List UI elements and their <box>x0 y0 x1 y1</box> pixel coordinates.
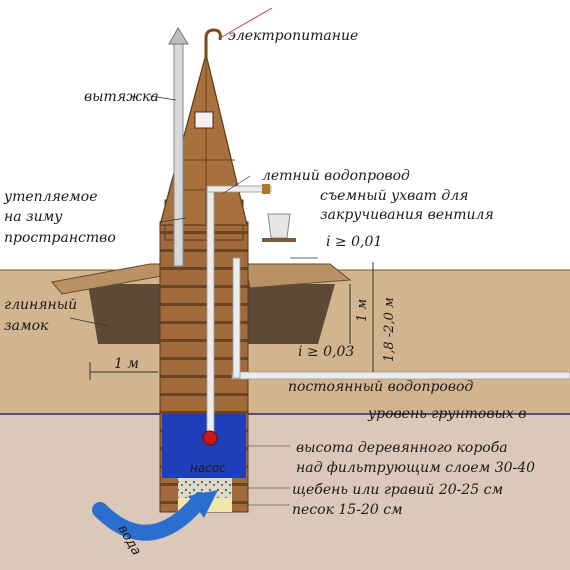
label-insulated-3: пространство <box>4 230 116 246</box>
label-insulated-2: на зиму <box>4 209 63 225</box>
summer-tap <box>262 184 270 194</box>
label-permanent-pipe: постоянный водопровод <box>288 379 473 395</box>
exhaust-pipe <box>173 43 184 267</box>
label-removable-grip-1: съемный ухват для <box>320 188 468 204</box>
power-cable <box>204 28 222 60</box>
pipe-summer-horizontal <box>206 185 272 193</box>
gravel-layer <box>178 478 232 498</box>
label-dim-depth: 1,8 -2,0 м <box>382 297 397 362</box>
label-gravel: щебень или гравий 20-25 см <box>292 482 503 498</box>
label-sand: песок 15-20 см <box>292 502 403 518</box>
groundwater-zone <box>0 414 570 570</box>
label-clay-1: глиняный <box>4 297 77 313</box>
label-removable-grip-2: закручивания вентиля <box>320 207 494 223</box>
label-box-height-1: высота деревянного короба <box>296 440 508 456</box>
pipe-permanent <box>231 371 570 380</box>
label-electric-supply: электропитание <box>228 28 358 44</box>
label-clay-2: замок <box>4 318 49 334</box>
water-arrow-icon <box>92 492 208 541</box>
roof-window <box>194 111 214 129</box>
label-exhaust: вытяжка <box>84 89 159 105</box>
water-arrow-head <box>188 490 218 518</box>
pipe-vertical <box>206 187 215 437</box>
label-slope-bottom: i ≥ 0,03 <box>298 344 354 360</box>
label-dim-1m-horizontal: 1 м <box>114 356 139 372</box>
wellhouse-roof <box>159 53 248 226</box>
label-dim-1m-vertical: 1 м <box>355 299 370 322</box>
label-summer-pipe: летний водопровод <box>262 168 410 184</box>
bucket-stand <box>262 238 296 242</box>
power-pointer <box>219 7 273 39</box>
label-insulated-1: утепляемое <box>3 189 98 205</box>
pipe-inner-vertical <box>232 257 241 379</box>
label-slope-top: i ≥ 0,01 <box>326 234 382 250</box>
exhaust-cap <box>168 27 189 45</box>
label-pump: насос <box>190 461 226 475</box>
bucket <box>267 213 291 239</box>
pump-icon <box>202 430 218 446</box>
label-box-height-2: над фильтрующим слоем 30-40 <box>296 460 535 476</box>
label-groundwater: уровень грунтовых в <box>367 406 526 422</box>
well-water <box>162 414 246 478</box>
